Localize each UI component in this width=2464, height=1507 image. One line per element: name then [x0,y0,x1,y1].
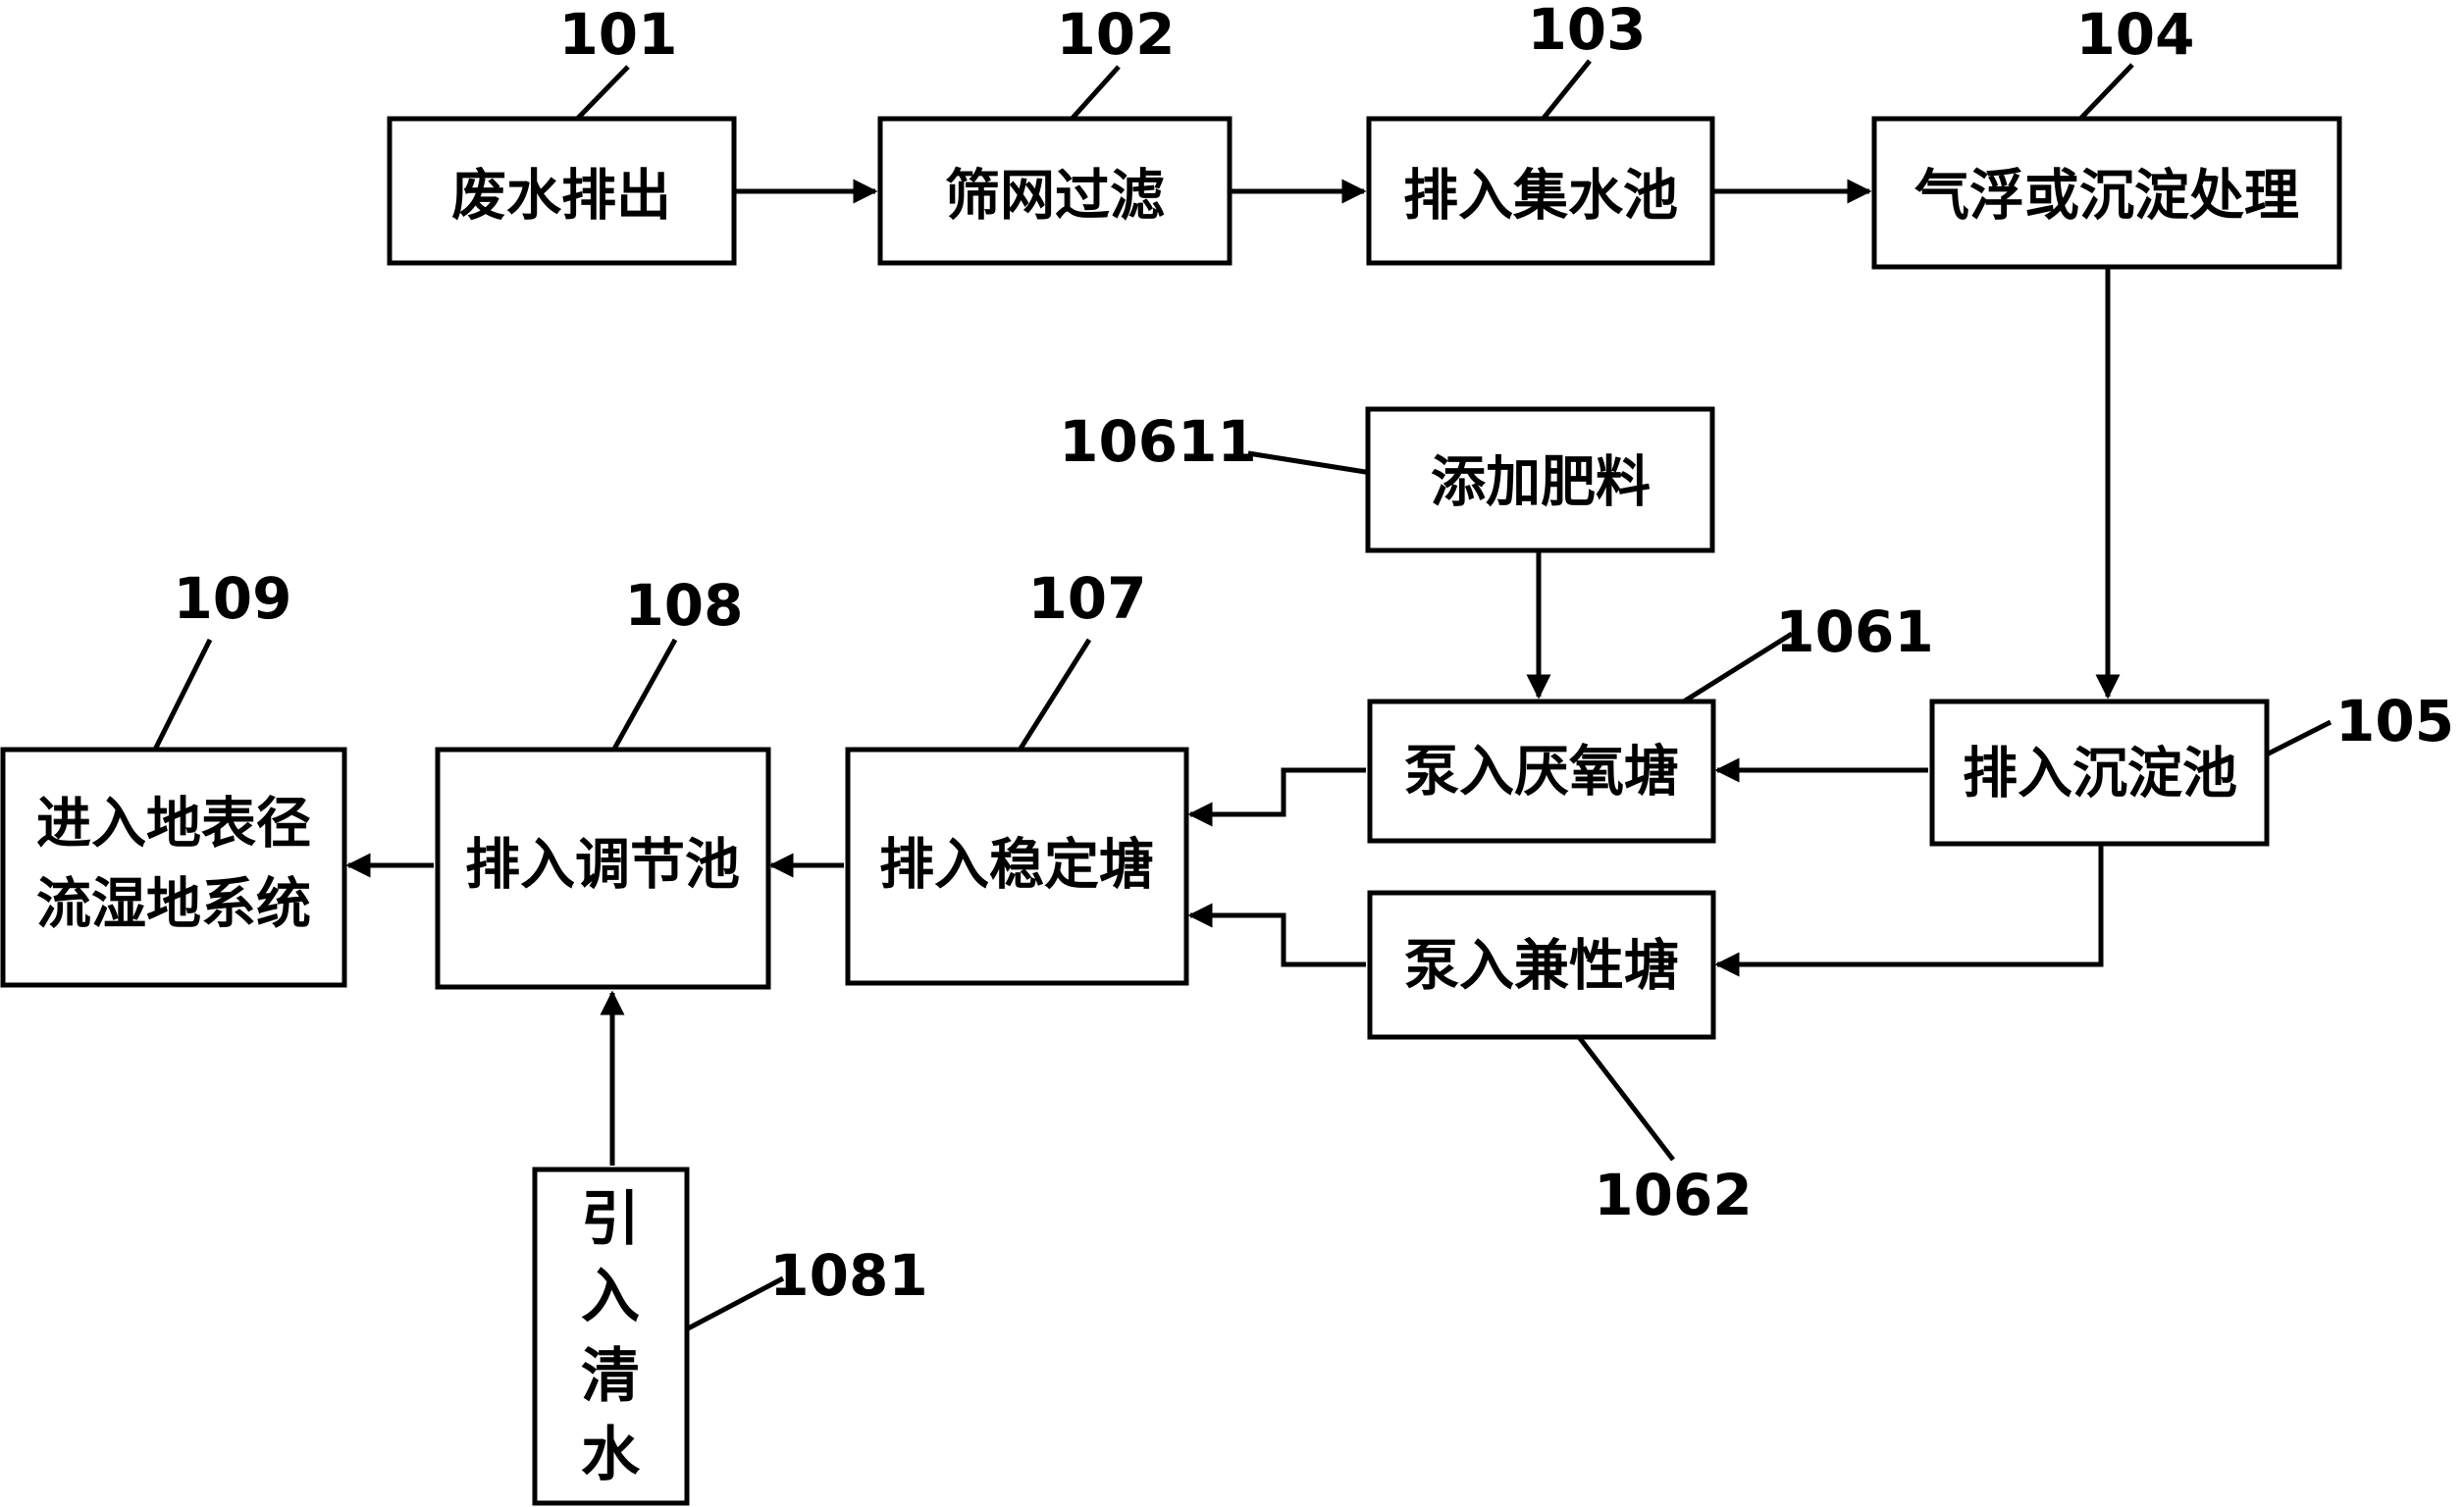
ref-10611: 10611 [1059,408,1257,475]
ref-105: 105 [2335,688,2454,754]
arrow-1062-to-107 [1187,903,1366,967]
ref-103: 103 [1527,0,1646,63]
arrow-105-to-1062 [1714,844,2104,977]
box-103-label: 排入集水池 [1403,165,1678,229]
leader-1081 [671,1275,785,1339]
box-1062: 泵入兼性塘 [1367,890,1716,1040]
box-1081-char-3: 清 [581,1342,640,1411]
box-101: 废水排出 [387,116,737,266]
leader-10611 [1247,450,1385,478]
ref-107: 107 [1027,565,1146,632]
box-104-label: 气浮或沉淀处理 [1914,165,2299,229]
box-103: 排入集水池 [1366,116,1715,266]
ref-102: 102 [1056,1,1175,68]
ref-1081: 1081 [769,1242,927,1309]
ref-101: 101 [558,1,677,68]
ref-108: 108 [624,572,743,639]
box-10611-label: 添加肥料 [1431,451,1651,515]
leader-1062 [1564,1018,1675,1162]
ref-109: 109 [173,565,291,632]
box-109-label-line1: 进入地表径 [36,793,311,857]
arrow-1061-to-107 [1187,767,1366,827]
ref-104: 104 [2075,1,2194,68]
box-1081: 引 入 清 水 [532,1167,690,1506]
box-108: 排入调节池 [435,747,771,990]
reference-numerals: 101 102 103 104 10611 1061 105 1062 107 … [173,0,2454,1309]
box-109-label-line2: 流湿地系统 [36,873,311,937]
box-1081-char-2: 入 [581,1263,640,1331]
box-10611: 添加肥料 [1365,406,1715,553]
box-1062-label: 泵入兼性塘 [1404,935,1679,999]
box-1081-char-4: 水 [581,1421,641,1489]
box-109: 进入地表径 流湿地系统 [0,747,347,988]
ref-1062: 1062 [1594,1162,1752,1228]
box-107: 排入稳定塘 [845,747,1189,986]
box-1061: 泵入厌氧塘 [1367,699,1716,844]
box-1081-char-1: 引 [581,1185,640,1254]
ref-1061: 1061 [1775,598,1933,665]
box-102: 筛网过滤 [877,116,1232,266]
leader-107 [1006,638,1092,769]
box-105-label: 排入沉淀池 [1963,743,2237,806]
box-105: 排入沉淀池 [1929,699,2270,847]
connectors [345,179,2121,1166]
box-1061-label: 泵入厌氧塘 [1404,741,1679,805]
box-104: 气浮或沉淀处理 [1871,116,2342,270]
box-108-label: 排入调节池 [465,834,740,898]
box-102-label: 筛网过滤 [945,165,1165,229]
box-101-label: 废水排出 [451,165,671,229]
box-107-label: 排入稳定塘 [879,834,1154,898]
